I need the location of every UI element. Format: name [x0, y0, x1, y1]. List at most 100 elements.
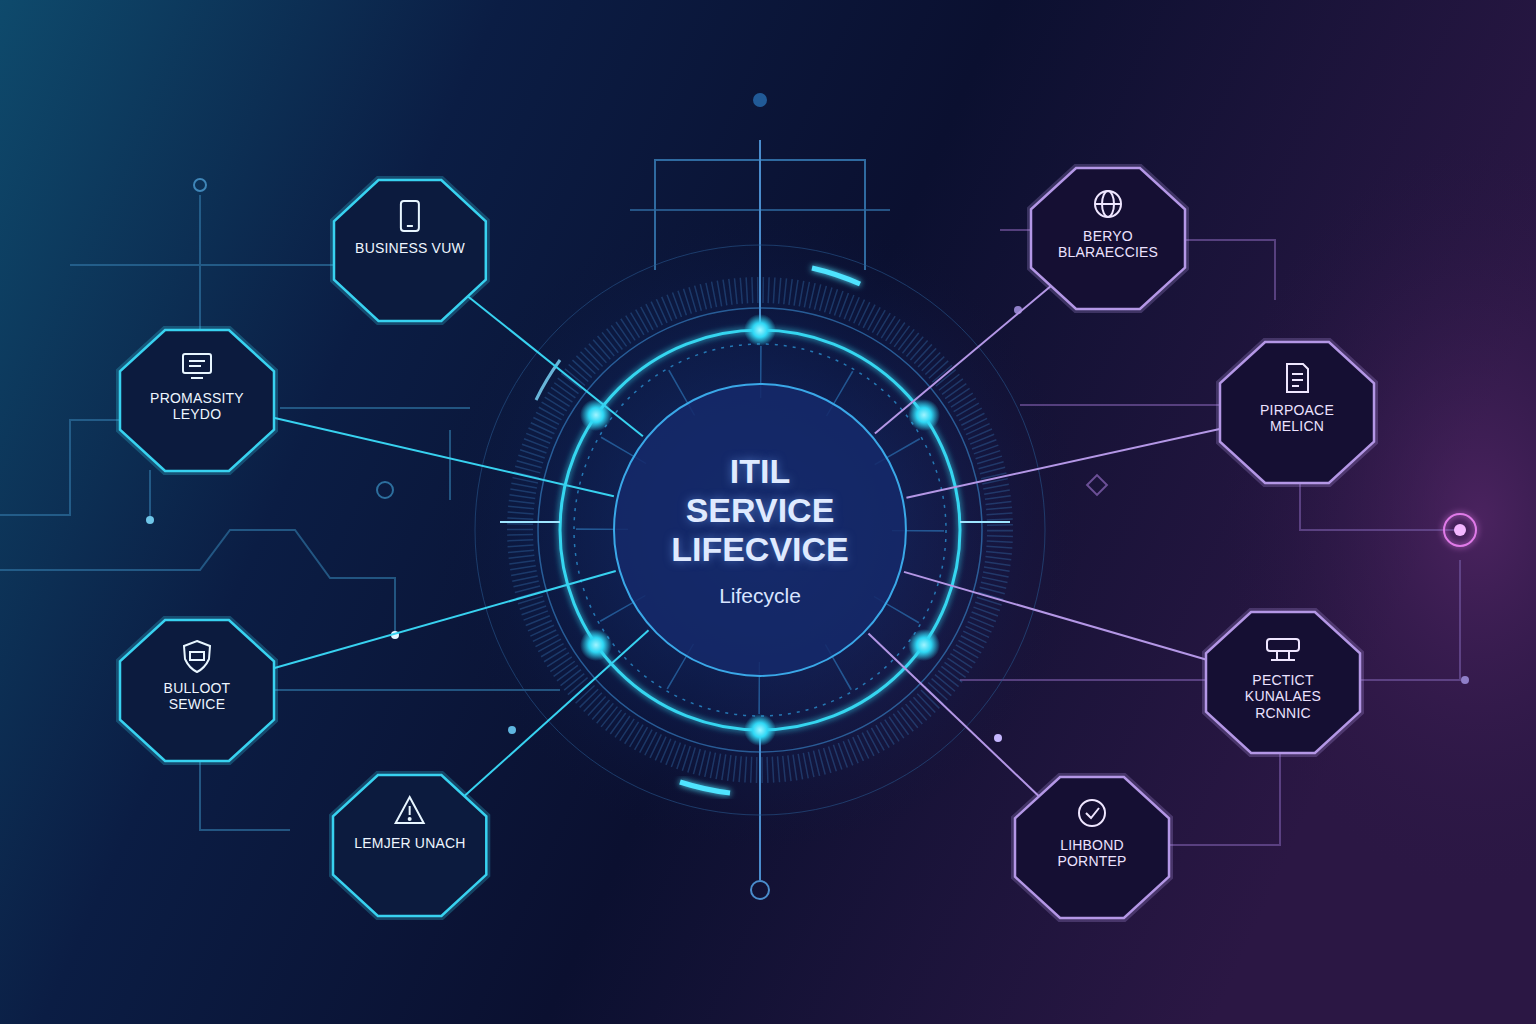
node-content: BUSINESS VUW [332, 178, 488, 257]
octagon-glow [120, 620, 274, 761]
octagon-glow [1015, 777, 1169, 918]
connector-line [906, 427, 1229, 498]
node-content: ITIL SERVICE LIFECVICE Lifecycle [612, 382, 908, 678]
octagon-border [1031, 168, 1185, 309]
glow-dot [908, 629, 940, 661]
octagon-border [1206, 612, 1360, 753]
process-node: LEMJER UNACH [331, 773, 488, 918]
circuit-trace [1020, 404, 1225, 406]
circuit-trace [199, 195, 201, 330]
hub-rings [475, 93, 1045, 899]
node-content: PIRPOACE MELICN [1218, 340, 1376, 436]
node-label: PECTICT KUNALAES RCNNIC [1227, 672, 1339, 722]
node-label: LEMJER UNACH [354, 835, 465, 852]
doc-icon [1287, 364, 1308, 392]
circuit-trace [960, 679, 1205, 681]
connector-line [904, 572, 1217, 663]
node-content: PROMASSITY LEYDO [118, 328, 276, 424]
node-label: BUSINESS VUW [355, 240, 465, 257]
octagon-glow [1220, 342, 1374, 483]
circuit-trace [70, 264, 340, 266]
hub-ring [574, 344, 946, 716]
circuit-pad [1461, 676, 1469, 684]
circuit-trace [1000, 229, 1030, 231]
circuit-trace [200, 760, 290, 830]
hub-axis [960, 521, 1010, 523]
process-node: PIRPOACE MELICN [1218, 340, 1376, 485]
glow-dot [580, 399, 612, 431]
connector-line [263, 571, 616, 671]
circuit-trace [1300, 480, 1460, 530]
connector-line [461, 630, 648, 799]
node-label: PIRPOACE MELICN [1241, 402, 1353, 436]
hub-tick-ring [520, 290, 1000, 770]
circuit-pad [994, 734, 1002, 742]
circuit-pad [1444, 514, 1476, 546]
circuit-pad [1454, 524, 1466, 536]
octagon-glow [1206, 612, 1360, 753]
hub-arc [812, 268, 860, 284]
circuit-traces-right [960, 230, 1460, 845]
circuit-pad [146, 516, 154, 524]
glow-dot [744, 714, 776, 746]
node-label: BULLOOT SEWICE [141, 680, 253, 714]
glow-dot [744, 314, 776, 346]
hub-axis [759, 140, 761, 330]
process-node: PROMASSITY LEYDO [118, 328, 276, 473]
glow-dot [580, 629, 612, 661]
node-content: LIHBOND PORNTEP [1013, 775, 1171, 871]
circuit-trace [149, 470, 151, 520]
phone-icon [401, 201, 419, 231]
octagon-border [333, 775, 486, 916]
process-node: BUSINESS VUW [332, 178, 488, 323]
hub-title: ITIL SERVICE LIFECVICE [652, 452, 867, 569]
connector-line [868, 634, 1042, 800]
octagon-glow [334, 180, 486, 321]
lifecycle-hub: ITIL SERVICE LIFECVICE Lifecycle [612, 382, 908, 678]
process-node: PECTICT KUNALAES RCNNIC [1204, 610, 1362, 755]
circuit-trace [1360, 560, 1460, 680]
circuit-pad [1087, 475, 1107, 495]
octagon-glow [1031, 168, 1185, 309]
circuit-pad [377, 482, 393, 498]
node-label: PROMASSITY LEYDO [141, 390, 253, 424]
hub-ring [475, 245, 1045, 815]
circuit-pads [146, 179, 1476, 742]
circuit-pad [508, 726, 516, 734]
octagon-border [334, 180, 486, 321]
hub-axis-end [751, 881, 769, 899]
circuit-trace [1175, 240, 1275, 300]
device-icon [1267, 639, 1299, 660]
connector-line [464, 293, 643, 436]
hub-ring [538, 308, 982, 752]
node-label: LIHBOND PORNTEP [1036, 837, 1148, 871]
node-content: PECTICT KUNALAES RCNNIC [1204, 610, 1362, 722]
connector-line [875, 282, 1056, 433]
node-content: LEMJER UNACH [331, 773, 488, 852]
process-node: LIHBOND PORNTEP [1013, 775, 1171, 920]
node-content: BULLOOT SEWICE [118, 618, 276, 714]
globe-icon [1095, 191, 1121, 217]
circuit-trace [280, 407, 470, 409]
octagon-glow [333, 775, 486, 916]
process-node: BULLOOT SEWICE [118, 618, 276, 763]
monitor-icon [183, 354, 211, 378]
hub-spokes [602, 372, 918, 688]
shield-icon [184, 641, 210, 672]
hub-dots [580, 314, 940, 746]
octagon-border [120, 620, 274, 761]
octagon-border [1015, 777, 1169, 918]
purple-glow [1220, 140, 1536, 900]
circuit-trace [449, 430, 451, 500]
hub-axis-end [753, 93, 767, 107]
circuit-trace [275, 689, 560, 691]
hub-axis [500, 521, 560, 523]
octagon-border [1220, 342, 1374, 483]
hub-subtitle: Lifecycle [719, 583, 801, 608]
circuit-pad [194, 179, 206, 191]
check-icon [1079, 800, 1105, 826]
hub-ring [560, 330, 960, 730]
hub-disc [614, 384, 906, 676]
